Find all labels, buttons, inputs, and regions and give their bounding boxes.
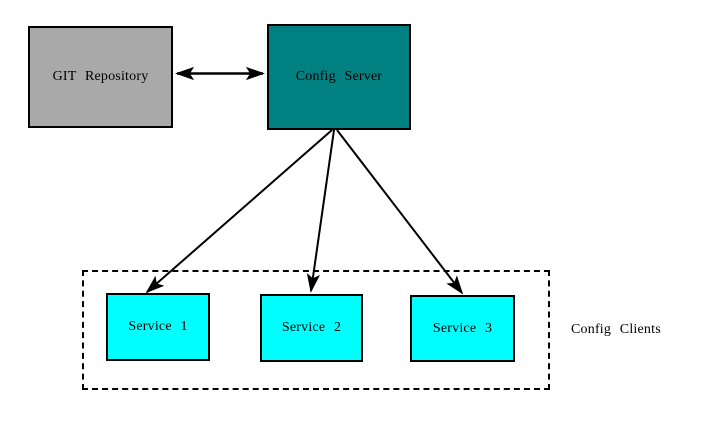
node-service-2-label: Service 2 [281,320,342,335]
node-git-repository: GIT Repository [28,26,173,128]
node-service-3: Service 3 [410,295,515,362]
edge-configserver-service1 [145,129,333,294]
edge-configserver-service3 [336,129,464,295]
node-config-server-label: Config Server [295,69,383,84]
node-config-server: Config Server [267,24,411,130]
node-git-repository-label: GIT Repository [52,69,149,84]
node-service-3-label: Service 3 [432,320,493,336]
config-clients-label: Config Clients [571,322,661,337]
config-clients-group-box [82,270,550,390]
edge-configserver-service2 [306,129,335,293]
node-service-1-label: Service 1 [128,319,188,334]
node-service-2: Service 2 [260,294,363,362]
node-service-1: Service 1 [106,293,210,361]
